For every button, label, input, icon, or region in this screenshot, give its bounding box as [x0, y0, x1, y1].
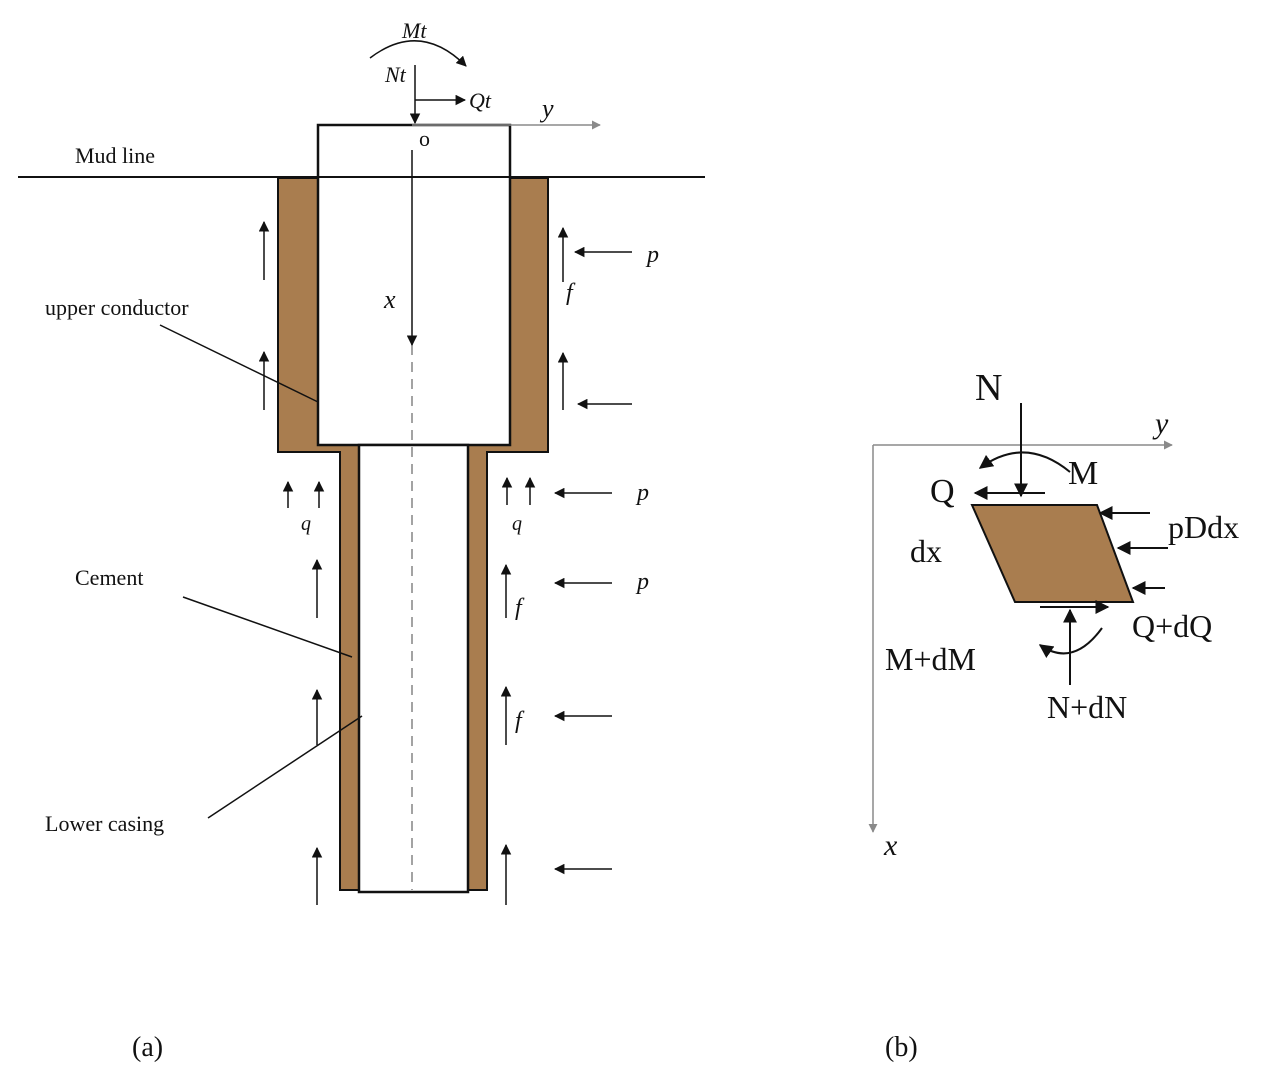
nt-label: Nt	[384, 62, 407, 87]
upper-conductor-leader	[159, 324, 319, 403]
mdm-arrow	[1038, 627, 1103, 658]
x-axis-a-label: x	[383, 285, 396, 314]
pddx-label: pDdx	[1168, 509, 1239, 545]
caption-b: (b)	[885, 1032, 918, 1063]
upper-conductor-pipe	[316, 123, 512, 447]
x-axis-b-label: x	[883, 829, 898, 862]
q-label-right: q	[512, 513, 522, 535]
n-label: N	[975, 367, 1002, 409]
dx-label: dx	[910, 533, 942, 569]
f-label-2: f	[515, 595, 525, 621]
cement-leader	[182, 596, 353, 658]
p-label-3: p	[635, 569, 649, 595]
f-label-1: f	[566, 280, 576, 306]
beam-element	[970, 504, 1135, 603]
origin-label: o	[419, 126, 430, 151]
mud-line-label: Mud line	[75, 143, 155, 168]
f-label-3: f	[515, 708, 525, 734]
lower-casing-pipe	[357, 443, 470, 894]
qt-label: Qt	[469, 88, 492, 113]
left-friction-arrows	[258, 220, 325, 905]
qdq-label: Q+dQ	[1132, 608, 1212, 644]
m-arrow	[978, 451, 1071, 473]
q-label-left: q	[301, 513, 311, 535]
figure-b: y x N M Q dx pDdx Q+dQ M+dM N+dN	[868, 367, 1239, 1063]
upper-conductor-label: upper conductor	[45, 295, 189, 320]
cement-label: Cement	[75, 565, 143, 590]
figure-a: Mud line y o x Mt Nt Qt q	[18, 18, 705, 1063]
mdm-label: M+dM	[885, 641, 976, 677]
caption-a: (a)	[132, 1032, 163, 1063]
p-label-1: p	[645, 242, 659, 268]
moment-mt-arrow	[369, 40, 467, 67]
y-axis-a-label: y	[539, 94, 554, 123]
p-label-2: p	[635, 480, 649, 506]
ndn-label: N+dN	[1047, 689, 1127, 725]
distributed-load-arrows	[1098, 506, 1168, 595]
q-label: Q	[930, 473, 955, 510]
y-axis-b-label: y	[1152, 407, 1169, 440]
right-friction-arrows	[500, 226, 569, 905]
m-label: M	[1068, 455, 1098, 492]
lower-casing-leader	[207, 715, 363, 819]
pressure-arrows	[553, 246, 632, 875]
mt-label: Mt	[401, 18, 427, 43]
lower-casing-label: Lower casing	[45, 811, 164, 836]
